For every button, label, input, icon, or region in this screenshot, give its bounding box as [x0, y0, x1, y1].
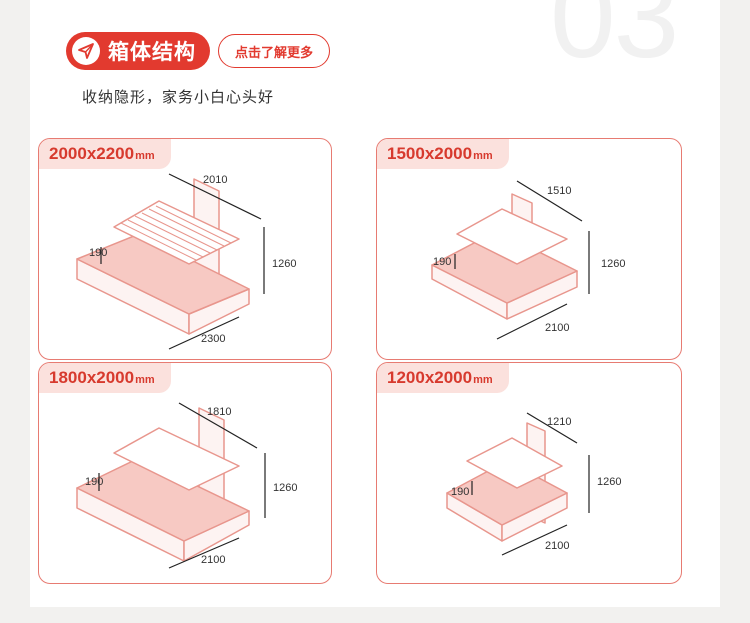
size-unit: mm	[473, 374, 493, 386]
size-value: 1200x2000	[387, 368, 473, 387]
dim-storage: 190	[89, 247, 107, 259]
dim-storage: 190	[433, 256, 451, 268]
learn-more-button[interactable]: 点击了解更多	[218, 34, 331, 68]
bed-diagram: 1810 1260 2100 190	[76, 402, 297, 569]
dimension-lines	[100, 173, 265, 350]
dim-width: 1210	[547, 416, 571, 428]
dim-width: 1810	[207, 406, 231, 418]
section-title: 箱体结构	[108, 40, 196, 64]
dim-width: 1510	[547, 185, 571, 197]
bed-diagram: 1210 1260 2100 190	[446, 412, 621, 556]
bed-frame	[76, 407, 250, 562]
section-number: 03	[550, 0, 679, 83]
dim-length: 2100	[545, 322, 569, 334]
bed-frame	[76, 178, 250, 335]
section-header: 箱体结构 点击了解更多	[66, 32, 331, 70]
size-unit: mm	[135, 150, 155, 162]
bed-frame	[431, 193, 578, 320]
size-value: 1500x2000	[387, 144, 473, 163]
dim-height: 1260	[597, 476, 621, 488]
dim-length: 2100	[545, 540, 569, 552]
dim-length: 2100	[201, 554, 225, 566]
size-unit: mm	[473, 150, 493, 162]
bed-frame	[446, 422, 568, 542]
product-sheet: 03 箱体结构 点击了解更多 收纳隐形，家务小白心头好	[30, 0, 720, 607]
section-title-pill: 箱体结构	[66, 32, 210, 70]
dim-length: 2300	[201, 333, 225, 345]
dim-height: 1260	[272, 258, 296, 270]
bed-diagram: 2010 1260 2300 190	[76, 173, 296, 350]
dim-storage: 190	[85, 476, 103, 488]
dimension-lines	[98, 402, 266, 569]
dimension-lines	[471, 412, 590, 556]
dimension-lines	[454, 180, 590, 340]
size-unit: mm	[135, 374, 155, 386]
dim-height: 1260	[273, 482, 297, 494]
dim-width: 2010	[203, 174, 227, 186]
paper-plane-icon	[72, 37, 100, 65]
slats	[120, 205, 232, 261]
size-value: 2000x2200	[49, 144, 135, 163]
dim-height: 1260	[601, 258, 625, 270]
dim-storage: 190	[451, 486, 469, 498]
section-subtitle: 收纳隐形，家务小白心头好	[82, 88, 275, 106]
bed-diagram: 1510 1260 2100 190	[431, 180, 625, 340]
size-value: 1800x2000	[49, 368, 135, 387]
